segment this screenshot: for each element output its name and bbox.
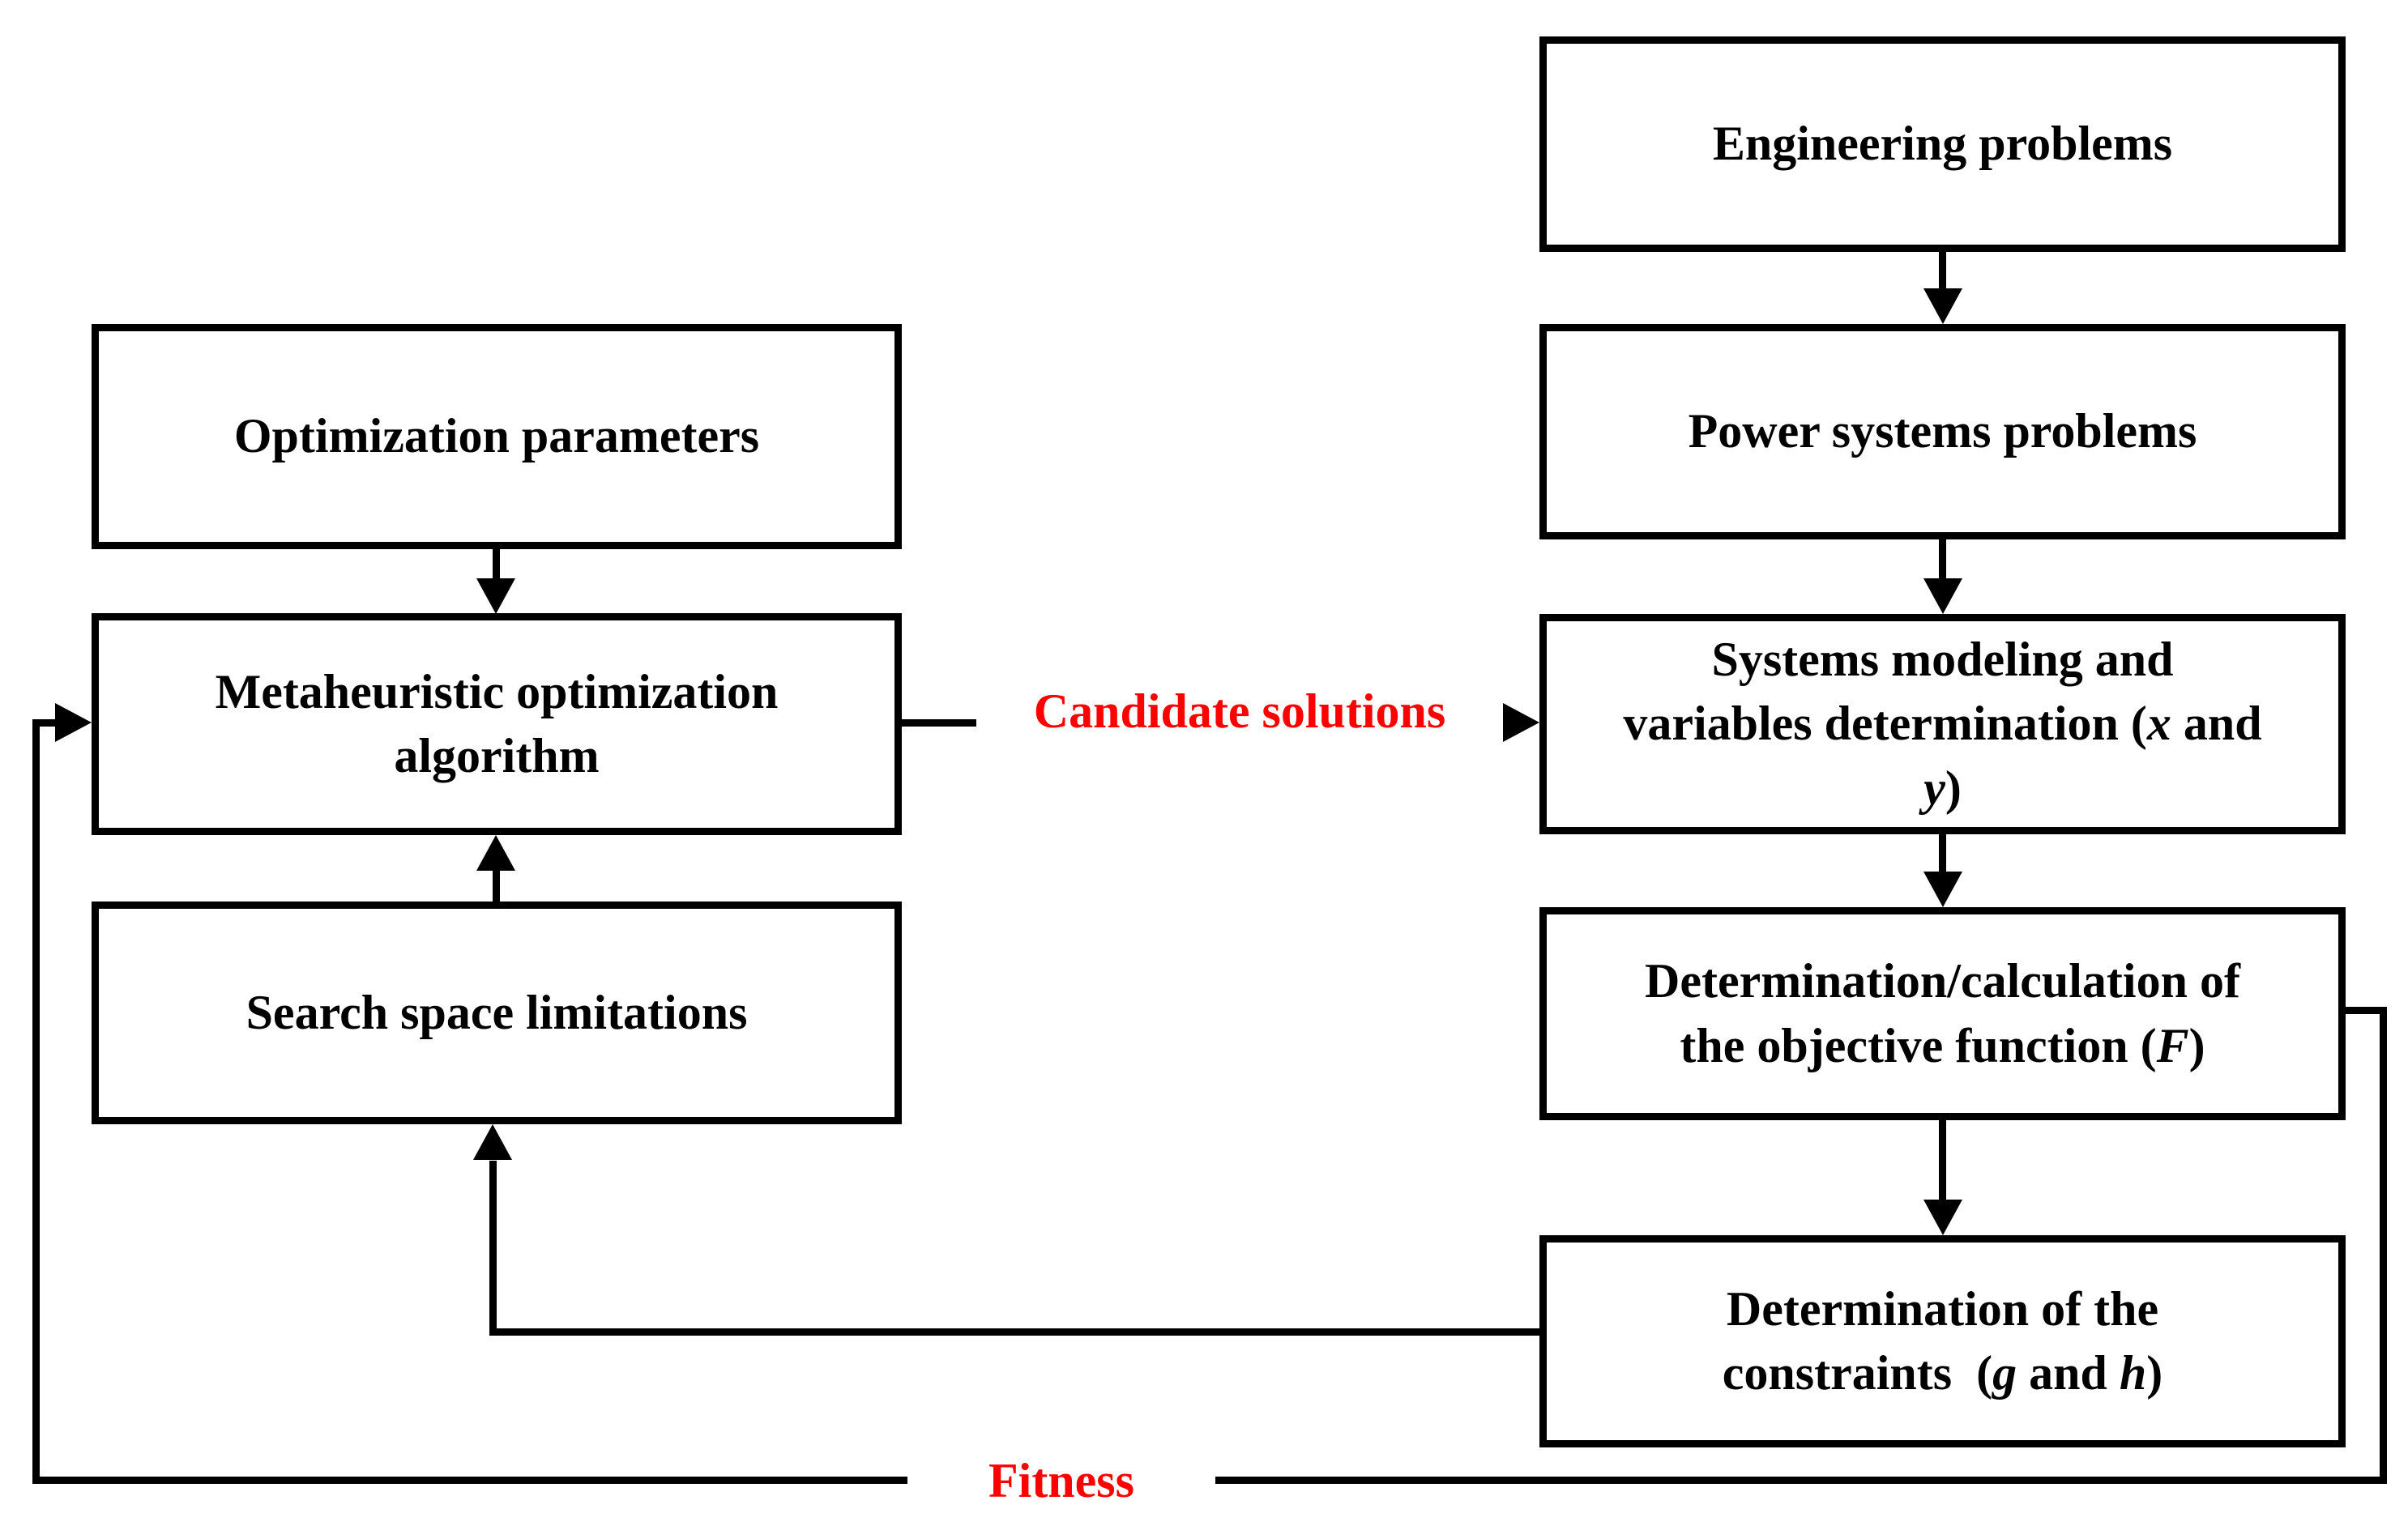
arrow-candidate-solutions-head: [1503, 703, 1539, 742]
arrow-objective-to-constraints-line: [1939, 1120, 1946, 1201]
fitness-loop-arrow-head: [55, 703, 92, 742]
arrow-objective-to-constraints-head: [1923, 1200, 1962, 1235]
arrow-searchspace-to-metaheuristic-line: [493, 871, 500, 902]
arrow-power-to-modeling-head: [1923, 578, 1962, 614]
fitness-label: Fitness: [907, 1448, 1215, 1513]
arrow-power-to-modeling-line: [1939, 539, 1946, 580]
fitness-loop-entry-stub-line: [32, 719, 59, 727]
box-label: Optimization parameters: [233, 409, 760, 463]
fitness-loop-right-vline: [2380, 1007, 2387, 1484]
arrow-engineering-to-power-head: [1923, 288, 1962, 324]
fitness-loop-top-stub-line: [2346, 1007, 2387, 1014]
arrow-modeling-to-objective-line: [1939, 834, 1946, 873]
box-power-systems-problems: Power systems problems: [1539, 324, 2346, 539]
arrow-optparams-to-metaheuristic-line: [493, 549, 500, 582]
arrow-optparams-to-metaheuristic-head: [476, 578, 515, 614]
box-label: Engineering problems: [1712, 117, 2173, 171]
feedback-constraints-to-searchspace-head: [473, 1124, 512, 1160]
fitness-loop-left-vline: [32, 719, 40, 1484]
box-search-space-limitations: Search space limitations: [92, 902, 902, 1124]
box-label: Power systems problems: [1688, 404, 2197, 458]
arrow-modeling-to-objective-head: [1923, 872, 1962, 907]
feedback-constraints-to-searchspace-vline: [489, 1161, 497, 1336]
arrow-searchspace-to-metaheuristic-head: [476, 835, 515, 871]
candidate-solutions-label: Candidate solutions: [976, 679, 1503, 744]
arrow-engineering-to-power-line: [1939, 252, 1946, 290]
box-label: Search space limitations: [245, 985, 748, 1039]
box-engineering-problems: Engineering problems: [1539, 36, 2346, 252]
feedback-constraints-to-searchspace-hline: [489, 1328, 1539, 1336]
box-optimization-parameters: Optimization parameters: [92, 324, 902, 549]
